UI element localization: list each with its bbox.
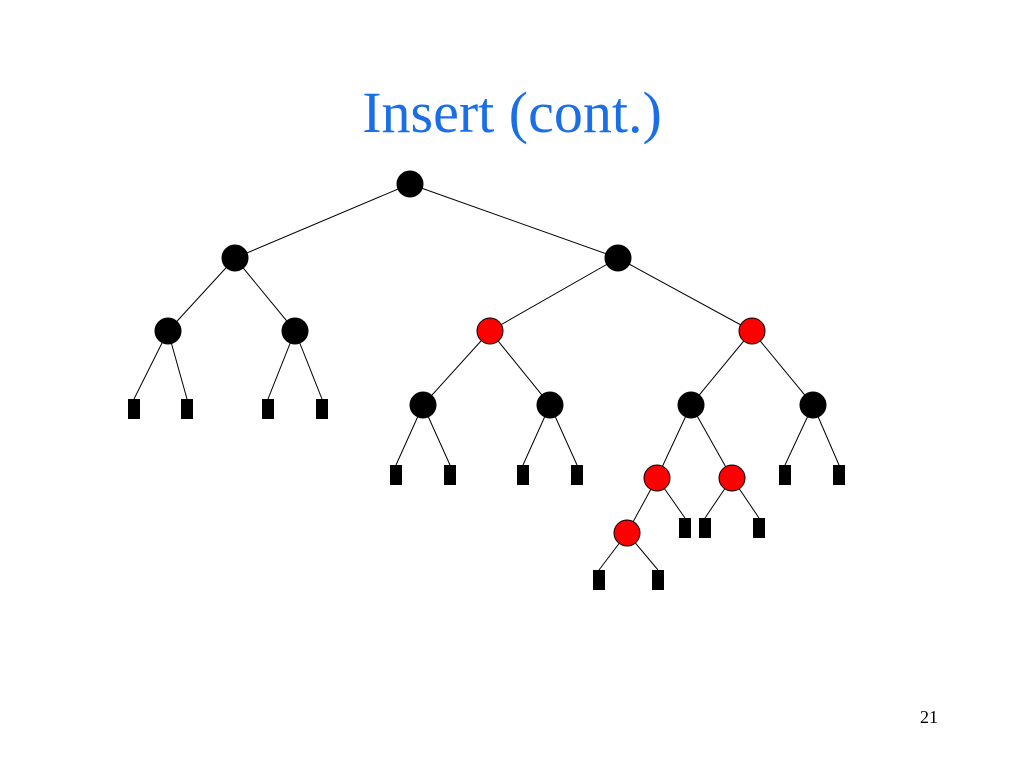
tree-edge (751, 330, 814, 406)
red-tree-node (613, 519, 641, 547)
tree-edge (617, 257, 753, 332)
slide-title: Insert (cont.) (362, 80, 662, 145)
page-number: 21 (920, 707, 938, 727)
nil-leaf-node (833, 465, 845, 485)
black-tree-node (536, 391, 564, 419)
nil-leaf-node (593, 570, 605, 590)
black-tree-node (154, 317, 182, 345)
black-tree-node (409, 391, 437, 419)
tree-edge (690, 404, 733, 479)
nil-leaf-node (444, 465, 456, 485)
nil-leaf-node (181, 399, 193, 419)
nil-leaf-node (753, 518, 765, 538)
nil-leaf-node (699, 518, 711, 538)
red-tree-node (476, 317, 504, 345)
red-tree-node (718, 464, 746, 492)
black-tree-node (677, 391, 705, 419)
black-tree-node (604, 244, 632, 272)
tree-edge (409, 183, 619, 259)
tree-edges (133, 183, 840, 571)
tree-edge (489, 257, 619, 332)
nil-leaf-node (571, 465, 583, 485)
nil-leaf-node (390, 465, 402, 485)
tree-edge (690, 330, 753, 406)
nil-leaf-node (262, 399, 274, 419)
nil-leaf-node (517, 465, 529, 485)
black-tree-node (799, 391, 827, 419)
tree-edge (167, 257, 236, 332)
tree-edge (422, 330, 491, 406)
nil-leaf-node (128, 399, 140, 419)
tree-edge (234, 257, 296, 332)
black-tree-node (281, 317, 309, 345)
nil-leaf-node (679, 518, 691, 538)
tree-nodes (128, 170, 845, 590)
black-tree-node (396, 170, 424, 198)
red-tree-node (738, 317, 766, 345)
nil-leaf-node (316, 399, 328, 419)
red-tree-node (643, 464, 671, 492)
nil-leaf-node (779, 465, 791, 485)
tree-edge (489, 330, 551, 406)
nil-leaf-node (652, 570, 664, 590)
black-tree-node (221, 244, 249, 272)
tree-edge (234, 183, 411, 259)
